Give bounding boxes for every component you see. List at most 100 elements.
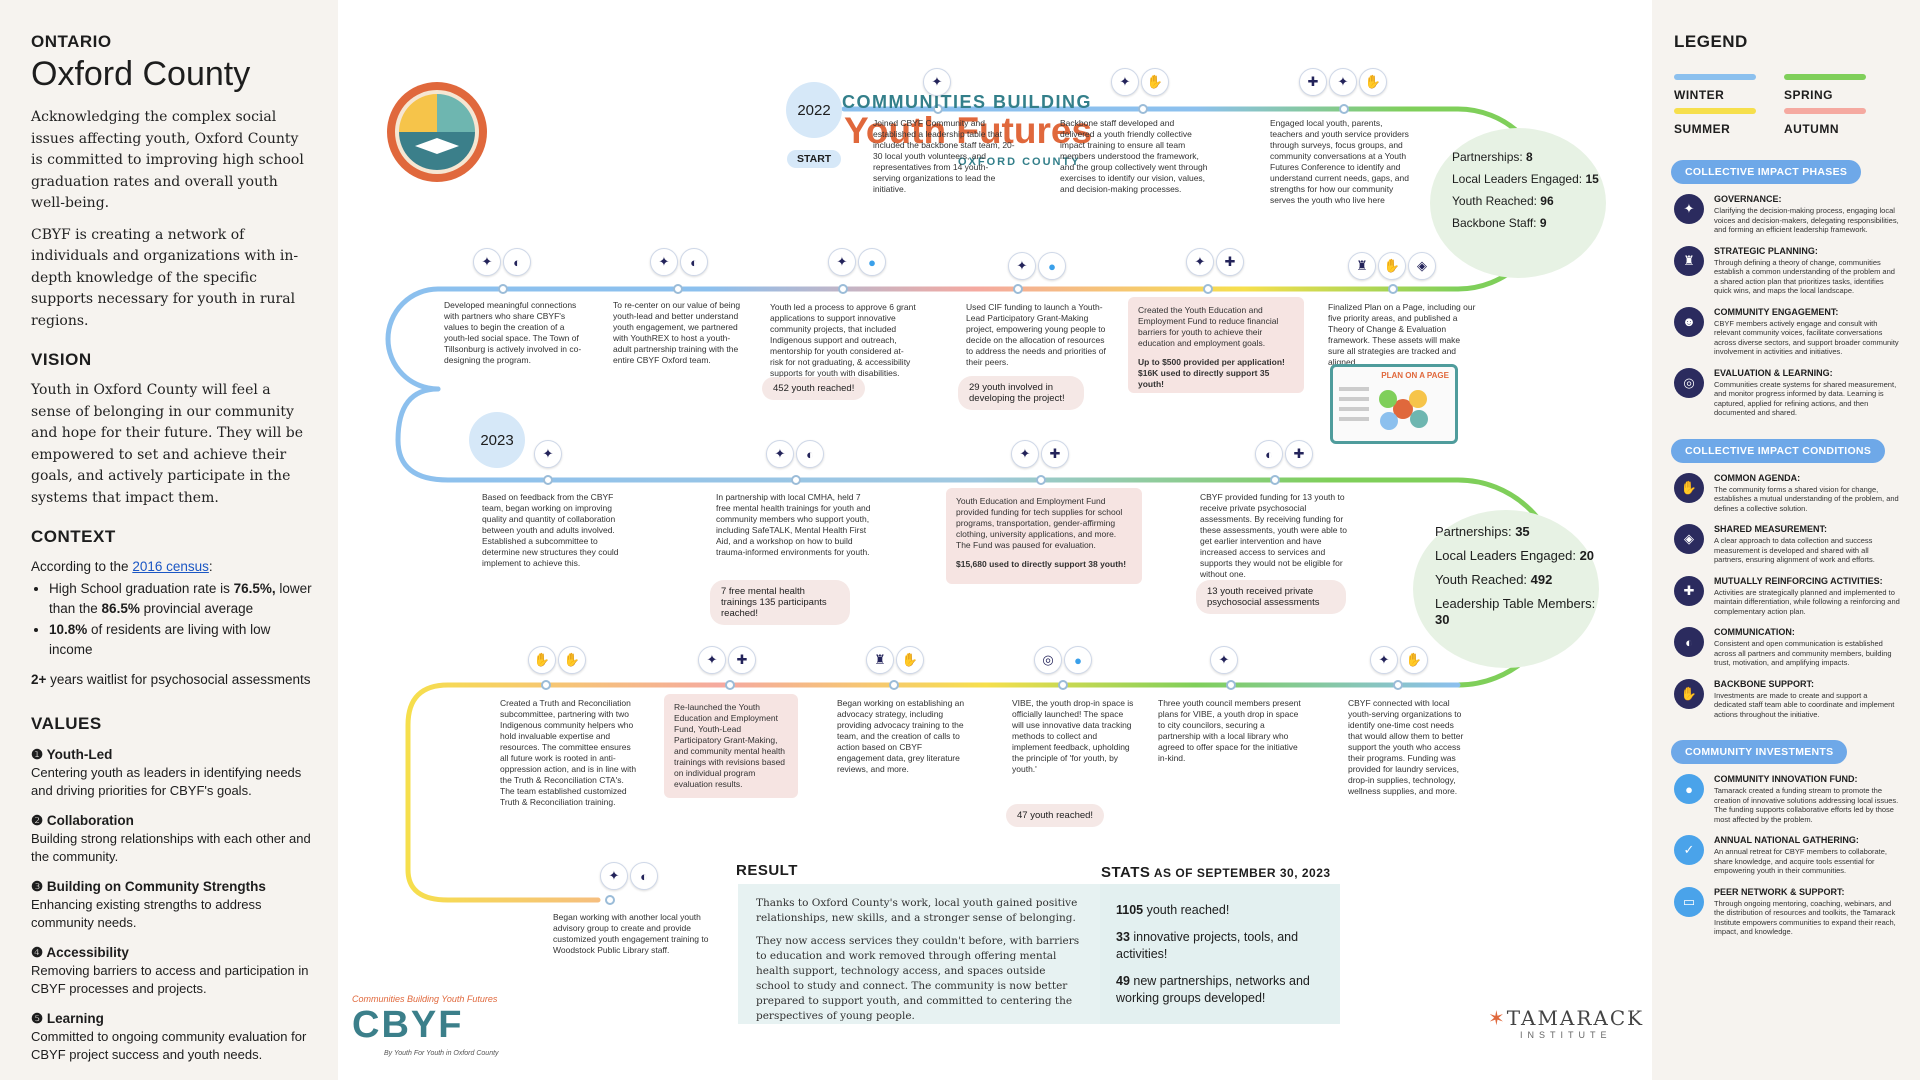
- event-text: Began working with another local youth a…: [553, 912, 709, 955]
- governance-icon: ✦: [473, 248, 501, 276]
- event-text: Created a Truth and Reconciliation subco…: [500, 698, 637, 807]
- highlight-tag: 47 youth reached!: [1006, 804, 1105, 827]
- peer-network-icon: ▭: [1674, 886, 1704, 917]
- legend-summer: SUMMER: [1674, 108, 1784, 136]
- tamarack-leaf-icon: ✶: [1488, 1006, 1507, 1030]
- phase-icons: ✚✦✋: [1299, 68, 1387, 96]
- innovation-fund-icon: ●: [1674, 774, 1704, 804]
- communication-icon: ◐: [503, 248, 531, 276]
- phase-icons: ♜✋: [866, 646, 924, 674]
- value-title: ❶ Youth-Led: [31, 747, 113, 763]
- phase-icons: ✦◐: [600, 862, 658, 890]
- phase-icons: ✦✚: [1011, 440, 1069, 468]
- backbone-icon: ✋: [1400, 646, 1428, 674]
- shared-measurement-icon: ◈: [1674, 524, 1704, 554]
- communication-icon: ◐: [630, 862, 658, 890]
- governance-icon: ✦: [1011, 440, 1039, 468]
- highlight-tag: 452 youth reached!: [762, 377, 866, 400]
- year-2023-badge: 2023: [469, 412, 525, 468]
- stat-item: 1105 youth reached!: [1116, 903, 1230, 917]
- phase-icons: ✦✚: [1186, 248, 1244, 276]
- census-link[interactable]: 2016 census: [132, 559, 209, 575]
- legend-item: ✋COMMON AGENDA:The community forms a sha…: [1674, 472, 1900, 514]
- backbone-icon: ✋: [1359, 68, 1387, 96]
- value-desc: Removing barriers to access and particip…: [31, 963, 309, 997]
- province: ONTARIO: [31, 32, 112, 51]
- backbone-icon: ✋: [896, 646, 924, 674]
- intro-paragraph-2: CBYF is creating a network of individual…: [31, 226, 299, 329]
- legend-item: ◐COMMUNICATION:Consistent and open commu…: [1674, 627, 1900, 668]
- summary-2023: Partnerships: 35 Local Leaders Engaged: …: [1413, 510, 1599, 668]
- governance-icon: ✦: [1370, 646, 1398, 674]
- summary-2022: Partnerships: 8 Local Leaders Engaged: 1…: [1430, 128, 1606, 278]
- event-text: Three youth council members present plan…: [1158, 698, 1301, 763]
- highlight-tag: 7 free mental health trainings 135 parti…: [710, 580, 850, 625]
- governance-icon: ✦: [1210, 646, 1238, 674]
- event-text: Began working on establishing an advocac…: [837, 698, 965, 774]
- mutual-icon: ✚: [1285, 440, 1313, 468]
- phase-icons: ◎●: [1034, 646, 1092, 674]
- legend-item: ✦GOVERNANCE:Clarifying the decision-maki…: [1674, 194, 1900, 235]
- value-title: ❸ Building on Community Strengths: [31, 879, 266, 895]
- strategic-icon: ♜: [1348, 252, 1376, 280]
- legend-spring: SPRING: [1784, 74, 1894, 102]
- values-heading: VALUES: [31, 714, 102, 734]
- phase-icons: ◐✚: [1255, 440, 1313, 468]
- highlight-tag: 13 youth received private psychosocial a…: [1196, 580, 1346, 614]
- logo-line3: OXFORD COUNTY: [958, 156, 1081, 168]
- mutual-activities-icon: ✚: [1674, 575, 1704, 606]
- governance-icon: ✦: [650, 248, 678, 276]
- phase-icons: ✦: [923, 68, 951, 96]
- event-text: Used CIF funding to launch a Youth-Lead …: [966, 302, 1106, 367]
- value-title: ❺ Learning: [31, 1011, 104, 1027]
- phases-pill: COLLECTIVE IMPACT PHASES: [1671, 160, 1862, 184]
- timeline-area: COMMUNITIES BUILDING Youth Futures OXFOR…: [338, 0, 1652, 1080]
- context-item: High School graduation rate is 76.5%, lo…: [49, 579, 314, 619]
- governance-icon: ✦: [1111, 68, 1139, 96]
- evaluation-icon: ◎: [1034, 646, 1062, 674]
- value-desc: Centering youth as leaders in identifyin…: [31, 765, 302, 799]
- phase-icons: ✦●: [1008, 252, 1066, 280]
- governance-icon: ✦: [600, 862, 628, 890]
- legend-item: ☻COMMUNITY ENGAGEMENT:CBYF members activ…: [1674, 306, 1900, 357]
- value-desc: Enhancing existing strengths to address …: [31, 897, 262, 931]
- event-text: Developed meaningful connections with pa…: [444, 300, 582, 365]
- stat-item: 49 new partnerships, networks and workin…: [1116, 974, 1310, 1005]
- cbyf-wordmark: CBYF: [352, 1004, 464, 1046]
- value-title: ❹ Accessibility: [31, 945, 129, 961]
- stats-box: 1105 youth reached! 33 innovative projec…: [1100, 884, 1340, 1024]
- innovation-fund-icon: ●: [1064, 646, 1092, 674]
- legend-winter: WINTER: [1674, 74, 1784, 102]
- agenda-icon: ✋: [1378, 252, 1406, 280]
- legend-heading: LEGEND: [1674, 32, 1748, 51]
- phase-icons: ✋✋: [528, 646, 586, 674]
- year-2022-badge: 2022: [786, 82, 842, 138]
- phase-icons: ✦✋: [1111, 68, 1169, 96]
- investments-pill: COMMUNITY INVESTMENTS: [1671, 740, 1848, 764]
- legend-item: ✋BACKBONE SUPPORT:Investments are made t…: [1674, 678, 1900, 720]
- governance-icon: ✦: [923, 68, 951, 96]
- event-text: VIBE, the youth drop-in space is officia…: [1012, 698, 1134, 774]
- vision-heading: VISION: [31, 350, 92, 370]
- communication-icon: ◐: [1255, 440, 1283, 468]
- communication-icon: ◐: [796, 440, 824, 468]
- backbone-icon: ✋: [1141, 68, 1169, 96]
- phase-icons: ✦: [534, 440, 562, 468]
- legend-item: ✚MUTUALLY REINFORCING ACTIVITIES:Activit…: [1674, 575, 1900, 617]
- plan-on-a-page-thumbnail: PLAN ON A PAGE: [1330, 364, 1458, 444]
- governance-icon: ✦: [766, 440, 794, 468]
- measure-icon: ◈: [1408, 252, 1436, 280]
- event-text: Based on feedback from the CBYF team, be…: [482, 492, 619, 568]
- tamarack-institute: INSTITUTE: [1520, 1030, 1612, 1040]
- event-text: Youth led a process to approve 6 grant a…: [770, 302, 916, 378]
- county-title: Oxford County: [31, 55, 251, 93]
- legend-item: ●COMMUNITY INNOVATION FUND:Tamarack crea…: [1674, 774, 1900, 824]
- governance-icon: ✦: [1008, 252, 1036, 280]
- legend-autumn: AUTUMN: [1784, 108, 1894, 136]
- phase-icons: ♜✋◈: [1348, 252, 1436, 280]
- phase-icons: ✦✚: [698, 646, 756, 674]
- vision-text: Youth in Oxford County will feel a sense…: [31, 382, 304, 506]
- event-text: Finalized Plan on a Page, including our …: [1328, 302, 1476, 367]
- legend-item: ▭PEER NETWORK & SUPPORT:Through ongoing …: [1674, 886, 1900, 937]
